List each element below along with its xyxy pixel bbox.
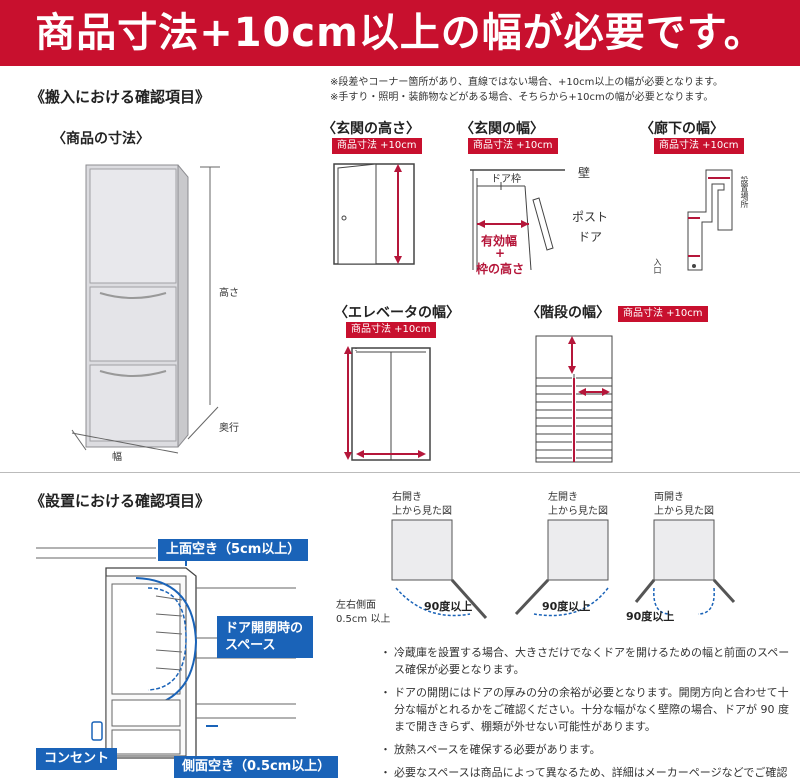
install-heading: 《設置における確認項目》 xyxy=(30,492,211,510)
view-1-angle: 90度以上 xyxy=(424,600,473,613)
entrance-height-tag: 商品寸法 +10cm xyxy=(332,138,422,154)
stairs-width-tag: 商品寸法 +10cm xyxy=(618,306,708,322)
frame-height-label: 枠の高さ xyxy=(476,262,525,276)
effective-width-label: 有効幅 xyxy=(481,234,518,248)
carry-in-note-1: ※段差やコーナー箇所があり、直線ではない場合、+10cm以上の幅が必要となります… xyxy=(330,77,724,88)
install-bullet-list: 冷蔵庫を設置する場合、大きさだけでなくドアを開けるための幅と前面のスペース確保が… xyxy=(380,644,790,783)
entrance-width-tag: 商品寸法 +10cm xyxy=(468,138,558,154)
page-title-banner: 商品寸法+10cm以上の幅が必要です。 xyxy=(0,0,800,66)
view-1-title2: 上から見た図 xyxy=(392,506,452,517)
install-bullet-1: 冷蔵庫を設置する場合、大きさだけでなくドアを開けるための幅と前面のスペース確保が… xyxy=(380,644,790,678)
height-label: 高さ xyxy=(219,288,239,299)
fridge-illustration xyxy=(71,164,220,454)
entrance-height-diagram xyxy=(333,163,415,265)
view-1-title1: 右開き xyxy=(392,492,422,503)
section-divider xyxy=(0,472,800,473)
door-space-label: ドア開閉時のスペース xyxy=(217,616,313,658)
entrance-height-heading: 〈玄関の高さ〉 xyxy=(322,121,420,137)
top-clearance-label: 上面空き（5cm以上） xyxy=(158,539,309,561)
wall-label: 壁 xyxy=(578,166,591,180)
elevator-diagram xyxy=(344,346,431,461)
entrance-label: 入口 xyxy=(653,258,662,274)
side-left-right-label: 左右側面 xyxy=(336,600,376,611)
door-label: ドア xyxy=(578,230,603,244)
side-clearance-label: 側面空き（0.5cm以上） xyxy=(174,756,339,778)
stairs-width-heading: 〈階段の幅〉 xyxy=(526,305,610,321)
entrance-width-diagram xyxy=(470,169,565,271)
entrance-width-heading: 〈玄関の幅〉 xyxy=(460,121,544,137)
install-bullet-3: 放熱スペースを確保する必要があります。 xyxy=(380,741,790,758)
carry-in-heading: 《搬入における確認項目》 xyxy=(30,88,211,106)
stairs-diagram xyxy=(535,335,613,463)
view-2-title2: 上から見た図 xyxy=(548,506,608,517)
plus-label: + xyxy=(495,246,506,260)
view-3-title1: 両開き xyxy=(654,492,684,503)
view-2-title1: 左開き xyxy=(548,492,578,503)
depth-label: 奥行 xyxy=(219,423,239,434)
view-3-double-open xyxy=(634,519,736,615)
door-frame-label: ドア枠 xyxy=(491,174,521,185)
view-3-angle: 90度以上 xyxy=(626,610,675,623)
hallway-diagram xyxy=(687,169,733,271)
view-2-angle: 90度以上 xyxy=(542,600,591,613)
install-bullet-4: 必要なスペースは商品によって異なるため、詳細はメーカーページなどでご確認ください… xyxy=(380,764,790,783)
view-1-right-open xyxy=(391,519,488,620)
install-bullet-2: ドアの開閉にはドアの厚みの分の余裕が必要となります。開閉方向と合わせて十分な幅が… xyxy=(380,684,790,735)
view-3-title2: 上から見た図 xyxy=(654,506,714,517)
outlet-label: コンセント xyxy=(36,748,118,770)
elevator-width-tag: 商品寸法 +10cm xyxy=(346,322,436,338)
post-label: ポスト xyxy=(572,210,609,224)
hallway-width-heading: 〈廊下の幅〉 xyxy=(640,121,724,137)
side-value-label: 0.5cm 以上 xyxy=(336,614,391,625)
width-label: 幅 xyxy=(112,452,122,463)
elevator-width-heading: 〈エレベータの幅〉 xyxy=(334,305,460,321)
view-2-left-open xyxy=(514,519,609,617)
install-place-label: 設置場所 xyxy=(740,176,749,208)
carry-in-note-2: ※手すり・照明・装飾物などがある場合、そちらから+10cmの幅が必要となります。 xyxy=(330,92,714,103)
hallway-width-tag: 商品寸法 +10cm xyxy=(654,138,744,154)
product-size-heading: 〈商品の寸法〉 xyxy=(52,131,150,147)
